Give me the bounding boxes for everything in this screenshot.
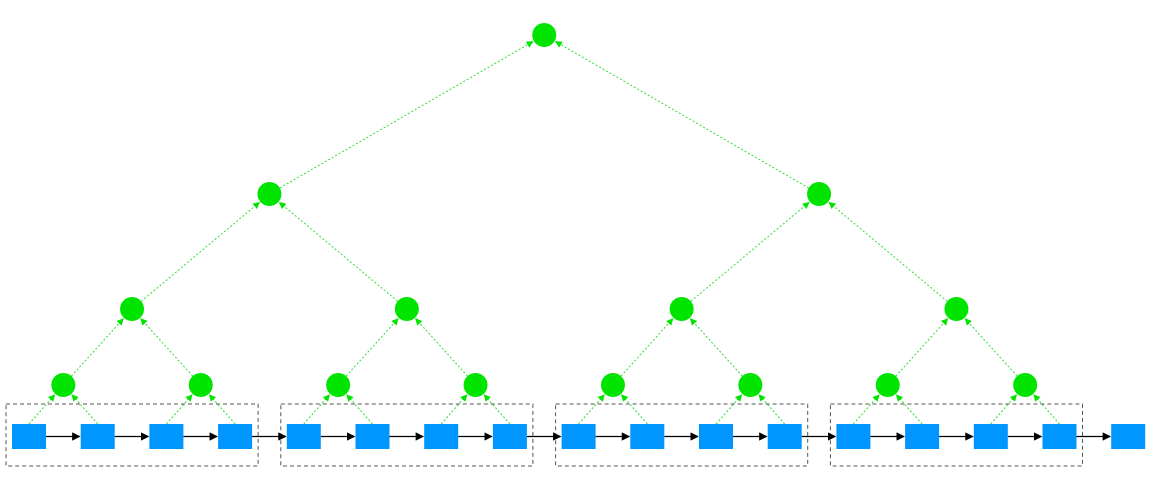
tree-edge [690,201,810,302]
tree-node [120,297,145,321]
chain-block [973,424,1008,449]
tree-node [1013,373,1038,397]
leaf-link-edge [71,394,99,425]
leaf-link-edge [440,394,468,425]
chain-block [355,424,390,449]
leaf-link-edge [208,394,236,425]
tree-node [669,297,694,321]
tree-node [326,373,351,397]
chain-block [1042,424,1077,449]
leaf-link-edge [483,394,511,425]
chain-block [286,424,321,449]
tree-edge [140,318,194,377]
tree-edge [964,318,1018,377]
leaf-link-edge [990,394,1018,425]
chain-block [1111,424,1146,449]
tree-node [807,182,832,206]
chain-block [80,424,115,449]
tree-node [257,182,282,206]
leaf-link-edge [28,394,56,425]
tree-node [188,373,213,397]
chain-block [905,424,940,449]
leaf-link-edge [303,394,331,425]
tree-edge [278,201,398,302]
tree-nodes [51,23,1038,397]
tree-edge [140,201,261,302]
chain-blocks [12,424,1146,449]
leaf-link-edge [621,394,648,425]
chain-block [836,424,871,449]
leaf-link-edge [715,394,743,425]
chain-block [149,424,184,449]
chain-block [767,424,802,449]
tree-edge [620,318,674,377]
tree-edge [415,318,468,377]
chain-block [561,424,596,449]
tree-node [463,373,488,397]
chain-block [492,424,527,449]
tree-node [394,297,419,321]
chain-block [699,424,733,449]
leaf-link-edge [166,394,193,425]
tree-node [944,297,969,321]
tree-edge [345,318,399,377]
tree-edge [895,318,949,377]
chain-block [424,424,459,449]
tree-edge [71,318,124,377]
tree-edges [28,41,1060,425]
tree-edge [554,41,809,189]
tree-node [600,373,625,397]
leaf-link-edge [578,394,605,425]
leaf-link-edge [895,394,923,425]
leaf-link-edge [1033,394,1060,425]
leaf-link-edge [853,394,880,425]
tree-node [738,373,763,397]
tree-node [51,373,76,397]
chain-block [12,424,46,449]
leaf-link-edge [346,394,373,425]
tree-edge [828,201,948,302]
chain-block [218,424,253,449]
tree-node [875,373,900,397]
chain-block [630,424,665,449]
tree-edge [689,318,743,377]
block-group-box [5,403,259,467]
leaf-link-edge [758,394,786,425]
tree-root-node [532,23,557,47]
tree-edge [279,41,534,189]
